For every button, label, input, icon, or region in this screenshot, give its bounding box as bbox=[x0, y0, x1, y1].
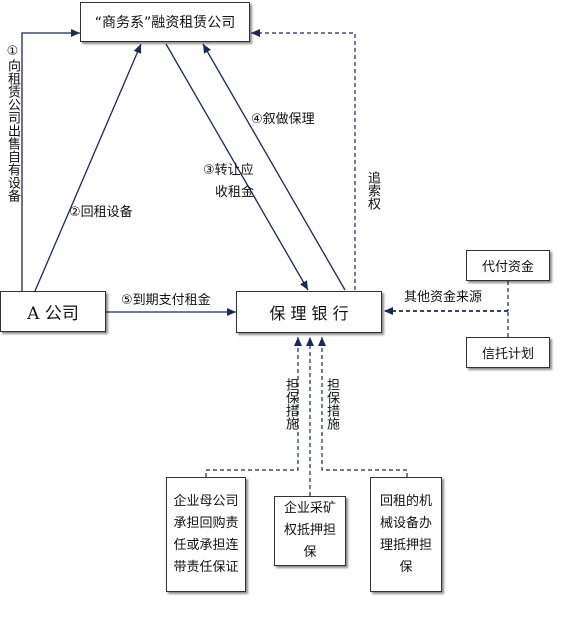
guarantee-equipment-label: 回租的机械设备办理抵押担保 bbox=[379, 493, 432, 575]
edge-label-leaseback: ②回租设备 bbox=[69, 205, 133, 220]
factoring-bank-node bbox=[236, 291, 382, 333]
leasing-company-node bbox=[80, 2, 250, 42]
edge-leaseback bbox=[34, 43, 142, 292]
edge-label-guarantee-left: 担保措施 bbox=[283, 378, 298, 430]
edge-recourse bbox=[251, 29, 356, 290]
edge-label-factoring: ④叙做保理 bbox=[251, 112, 315, 127]
edge-label-pay-rent: ⑤到期支付租金 bbox=[121, 293, 211, 308]
guarantee-parent-node bbox=[166, 477, 246, 592]
guarantee-mining-node bbox=[274, 496, 346, 566]
edge-guarantee-3 bbox=[318, 337, 408, 477]
guarantee-mining-label: 企业采矿权抵押担保 bbox=[283, 501, 336, 560]
guarantee-equipment-node bbox=[370, 477, 442, 592]
edge-guarantee-1 bbox=[205, 337, 302, 477]
factoring-bank-label: 保 理 银 行 bbox=[269, 304, 349, 323]
edge-label-other-funds: 其他资金来源 bbox=[404, 290, 483, 305]
trust-plan-label: 信托计划 bbox=[481, 347, 534, 362]
edge-transfer-receivables bbox=[165, 43, 309, 291]
edge-label-transfer-receivables-2: 收租金 bbox=[215, 185, 255, 200]
company-a-label: A 公司 bbox=[27, 304, 79, 324]
trust-fund-node bbox=[466, 250, 550, 281]
edge-sell-equipment bbox=[21, 29, 80, 292]
edge-factoring bbox=[202, 43, 346, 291]
edge-label-guarantee-right: 担保措施 bbox=[324, 378, 339, 430]
edge-label-sell-equipment: ①向租赁公司出售自有设备 bbox=[5, 44, 20, 202]
company-a-node bbox=[0, 291, 106, 332]
edge-label-transfer-receivables-1: ③转让应 bbox=[203, 163, 254, 178]
trust-plan-node bbox=[466, 337, 550, 368]
guarantee-parent-label: 企业母公司承担回购责任或承担连带责任保证 bbox=[173, 493, 239, 575]
leasing-company-label: “商务系”融资租赁公司 bbox=[94, 15, 236, 31]
edge-label-recourse: 追索权 bbox=[365, 171, 380, 210]
trust-fund-label: 代付资金 bbox=[481, 260, 534, 275]
